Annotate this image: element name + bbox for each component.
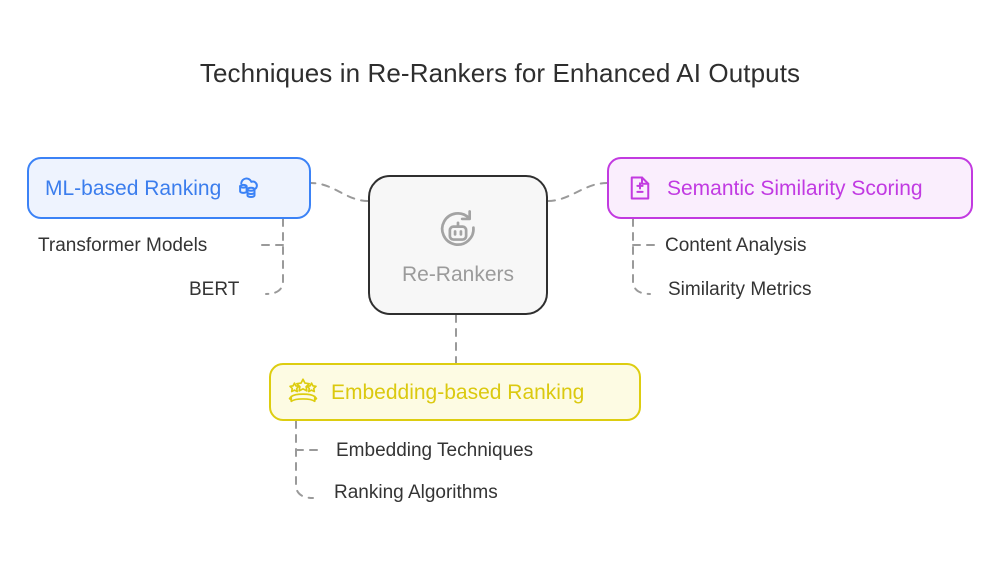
- node-semantic-label: Semantic Similarity Scoring: [667, 176, 923, 200]
- document-plus-minus-icon: [625, 173, 655, 203]
- leaf-ranking-algorithms: Ranking Algorithms: [334, 482, 498, 503]
- node-embedding-based-ranking[interactable]: Embedding-based Ranking: [269, 363, 641, 421]
- leaf-embedding-techniques: Embedding Techniques: [336, 440, 534, 461]
- edge-center-semantic: [547, 182, 608, 202]
- edge-embedding-spine: [295, 420, 314, 499]
- leaf-content-analysis: Content Analysis: [665, 235, 807, 256]
- robot-refresh-icon: [433, 206, 483, 256]
- cloud-database-icon: [233, 173, 263, 203]
- edge-semantic-spine: [632, 218, 651, 295]
- node-semantic-similarity-scoring[interactable]: Semantic Similarity Scoring: [607, 157, 973, 219]
- node-ml-based-ranking[interactable]: ML-based Ranking: [27, 157, 311, 219]
- leaf-bert: BERT: [189, 279, 240, 300]
- edge-ml-spine: [265, 218, 284, 295]
- node-ml-label: ML-based Ranking: [45, 176, 222, 200]
- page-title: Techniques in Re-Rankers for Enhanced AI…: [199, 58, 801, 88]
- leaf-similarity-metrics: Similarity Metrics: [668, 279, 812, 300]
- node-re-rankers[interactable]: Re-Rankers: [368, 175, 548, 315]
- leaf-transformer-models: Transformer Models: [38, 235, 208, 256]
- node-embedding-label: Embedding-based Ranking: [331, 380, 585, 404]
- node-center-label: Re-Rankers: [401, 262, 515, 286]
- award-stars-ribbon-icon: [287, 376, 319, 408]
- edge-center-ml: [310, 182, 369, 202]
